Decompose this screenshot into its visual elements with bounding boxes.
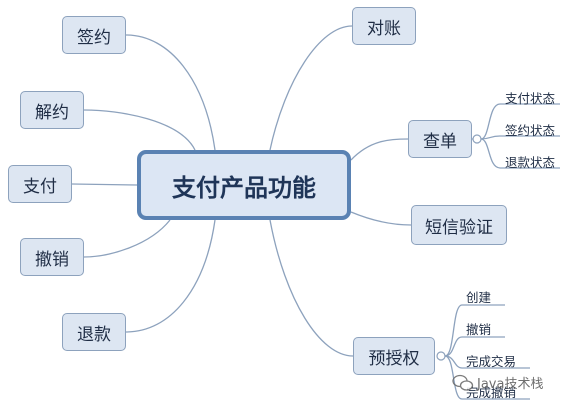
preauth-collapse-toggle[interactable] [436,351,446,361]
topic-query[interactable]: 查单 [408,120,472,158]
query-child-refund-status[interactable]: 退款状态 [505,155,556,170]
connector-complete-trade [444,355,530,369]
topic-sms[interactable]: 短信验证 [411,205,507,245]
topic-sign[interactable]: 签约 [62,16,126,54]
topic-refund[interactable]: 退款 [62,313,126,351]
topic-preauth[interactable]: 预授权 [353,337,435,375]
connector-terminate [83,109,196,151]
connector-cancel [83,219,171,258]
query-child-pay-status[interactable]: 支付状态 [505,91,556,106]
connector-pay-status [480,103,560,140]
topic-pay[interactable]: 支付 [8,165,72,203]
connector-create [444,304,505,357]
connector-preauth-cancel [444,336,505,357]
watermark: Java技术栈 [452,373,543,392]
preauth-child-complete-cancel[interactable]: 完成撤销 [466,385,517,400]
central-topic[interactable]: 支付产品功能 [137,150,351,220]
watermark-text: Java技术栈 [477,377,544,392]
query-child-sign-status[interactable]: 签约状态 [505,123,556,138]
connector-reconcile [269,25,353,151]
preauth-child-complete-trade[interactable]: 完成交易 [466,354,517,369]
connector-preauth [269,219,354,357]
preauth-child-create[interactable]: 创建 [466,290,492,305]
topic-cancel[interactable]: 撤销 [20,238,84,276]
connector-sign-status [480,135,560,140]
preauth-child-cancel[interactable]: 撤销 [466,322,492,337]
connector-complete-cancel [444,355,530,400]
connector-sign [125,34,216,151]
connector-sms [350,211,412,226]
topic-terminate[interactable]: 解约 [20,91,84,129]
wechat-icon [452,374,474,392]
connector-refund-status [480,138,560,169]
topic-reconcile[interactable]: 对账 [352,7,416,45]
connector-query [350,138,409,161]
connector-refund [125,219,216,333]
connector-pay [71,183,138,186]
query-collapse-toggle[interactable] [472,134,482,144]
